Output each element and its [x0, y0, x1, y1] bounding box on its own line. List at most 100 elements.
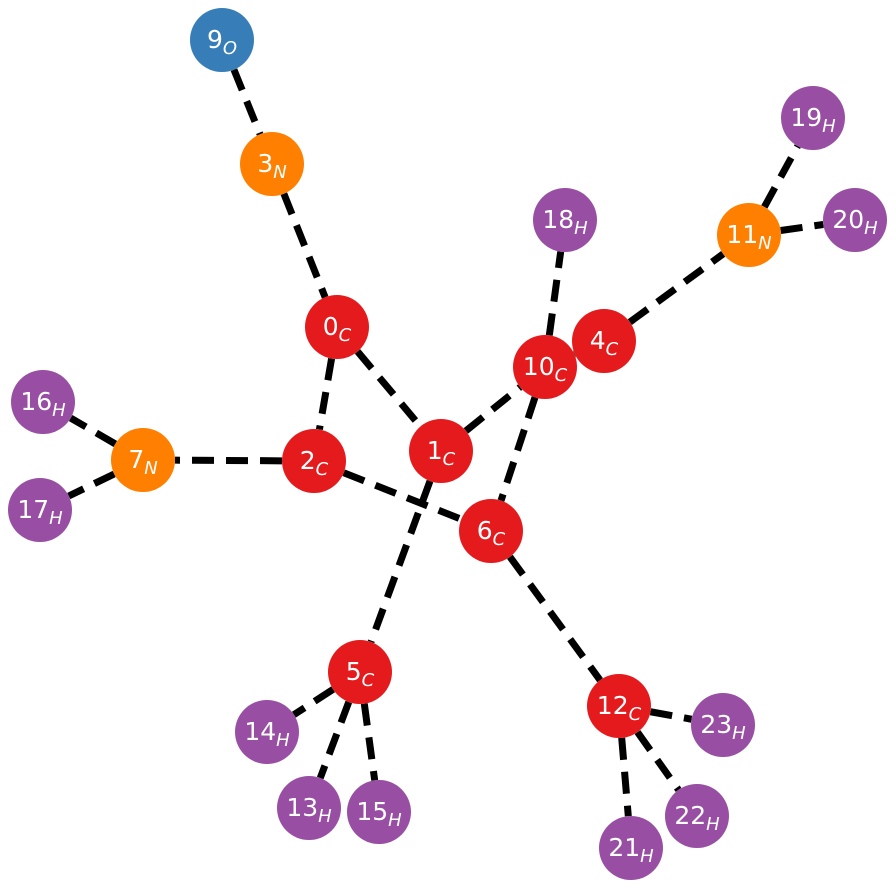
atom-circle — [781, 86, 845, 150]
atom-node-15: 15H — [347, 780, 411, 844]
bond-edge-2-6 — [342, 469, 463, 523]
bond-edge-1-5 — [367, 479, 434, 644]
atom-index: 4 — [590, 326, 606, 355]
atom-element: C — [493, 529, 506, 550]
atom-node-16: 16H — [11, 370, 75, 434]
atom-index: 7 — [128, 445, 144, 474]
atom-index: 12 — [597, 691, 629, 720]
atom-label: 13H — [286, 793, 332, 827]
atom-index: 22 — [674, 801, 706, 830]
bond-edge-10-18 — [545, 251, 565, 336]
atom-element: H — [388, 810, 402, 831]
atom-circle — [11, 370, 75, 434]
atom-element: O — [223, 38, 237, 59]
atom-element: C — [339, 325, 352, 346]
atom-element: H — [640, 846, 654, 867]
atom-circle — [305, 295, 369, 359]
atom-label: 4C — [590, 326, 619, 360]
bond-edge-2-7 — [174, 456, 283, 465]
atom-label: 22H — [674, 801, 720, 835]
atom-index: 16 — [20, 387, 52, 416]
edges-layer — [67, 68, 824, 817]
atom-element: C — [316, 459, 329, 480]
atom-circle — [277, 776, 341, 840]
atom-circle — [533, 188, 597, 252]
atom-element: C — [629, 704, 642, 725]
atom-node-18: 18H — [533, 188, 597, 252]
atom-label: 7N — [128, 445, 157, 479]
bond-edge-4-11 — [627, 251, 726, 325]
atom-label: 1C — [427, 436, 456, 470]
bond-edge-0-1 — [354, 349, 424, 429]
atom-index: 19 — [790, 103, 822, 132]
atom-index: 6 — [477, 516, 493, 545]
atom-circle — [235, 700, 299, 764]
atom-node-6: 6C — [459, 499, 523, 563]
bond-edge-3-0 — [280, 192, 329, 299]
bond-edge-9-3 — [230, 68, 264, 136]
atom-circle — [691, 693, 755, 757]
atom-element: H — [706, 814, 720, 835]
atom-label: 20H — [832, 205, 878, 239]
atom-node-21: 21H — [599, 816, 663, 880]
atom-index: 23 — [700, 710, 732, 739]
atom-index: 17 — [17, 495, 49, 524]
bond-edge-5-13 — [316, 700, 353, 780]
atom-label: 14H — [244, 717, 290, 751]
atom-index: 14 — [244, 717, 276, 746]
atom-label: 0C — [323, 312, 352, 346]
atom-element: H — [318, 806, 332, 827]
atom-circle — [513, 335, 577, 399]
atom-index: 20 — [832, 205, 864, 234]
atom-element: C — [606, 339, 619, 360]
atom-node-11: 11N — [717, 203, 781, 267]
atom-node-2: 2C — [282, 429, 346, 493]
atom-node-22: 22H — [665, 784, 729, 848]
atom-element: C — [362, 670, 375, 691]
atom-index: 9 — [207, 25, 223, 54]
bond-edge-6-12 — [507, 554, 603, 683]
atom-node-7: 7N — [111, 428, 175, 492]
atom-label: 17H — [17, 495, 63, 529]
atom-label: 15H — [356, 797, 402, 831]
atom-element: H — [822, 116, 836, 137]
atom-element: C — [555, 365, 568, 386]
atom-node-19: 19H — [781, 86, 845, 150]
bond-edge-5-15 — [360, 703, 379, 781]
atom-element: C — [443, 449, 456, 470]
bond-edge-12-22 — [634, 730, 682, 792]
atom-element: N — [144, 458, 157, 479]
atom-circle — [587, 674, 651, 738]
atom-label: 3N — [257, 149, 286, 183]
atom-circle — [347, 780, 411, 844]
atom-index: 5 — [346, 657, 362, 686]
bond-edge-7-16 — [68, 415, 118, 447]
bond-edge-12-23 — [649, 708, 693, 723]
bond-edge-10-6 — [497, 396, 539, 502]
atom-label: 16H — [20, 387, 66, 421]
atom-index: 18 — [542, 205, 574, 234]
atom-circle — [190, 8, 254, 72]
atom-label: 23H — [700, 710, 746, 744]
atom-index: 1 — [427, 436, 443, 465]
atom-element: H — [732, 723, 746, 744]
atom-element: H — [574, 218, 588, 239]
atom-circle — [717, 203, 781, 267]
atom-element: H — [49, 508, 63, 529]
bond-edge-5-14 — [291, 686, 336, 718]
nodes-layer: 0C1C2C3N4C5C6C7N9O10C11N12C13H14H15H16H1… — [8, 8, 887, 880]
atom-circle — [599, 816, 663, 880]
atom-element: H — [276, 730, 290, 751]
atom-circle — [572, 309, 636, 373]
bond-edge-7-17 — [67, 470, 116, 500]
atom-node-17: 17H — [8, 478, 72, 542]
atom-label: 6C — [477, 516, 506, 550]
atom-index: 11 — [726, 220, 758, 249]
atom-label: 19H — [790, 103, 836, 137]
atom-element: N — [758, 233, 771, 254]
atom-label: 5C — [346, 657, 375, 691]
atom-label: 10C — [523, 352, 568, 386]
atom-element: H — [52, 400, 66, 421]
atom-index: 15 — [356, 797, 388, 826]
atom-node-9: 9O — [190, 8, 254, 72]
